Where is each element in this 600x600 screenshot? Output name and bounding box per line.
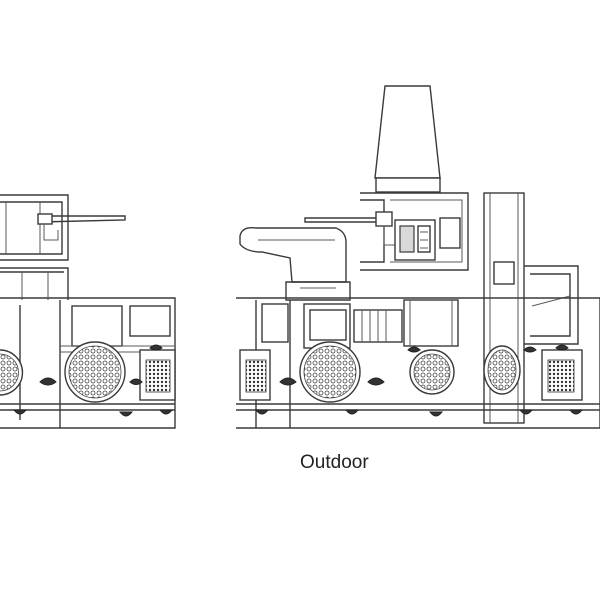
left-profile-assembly (0, 194, 176, 429)
right-profile-assembly (236, 85, 600, 429)
outdoor-label: Outdoor (300, 452, 369, 473)
